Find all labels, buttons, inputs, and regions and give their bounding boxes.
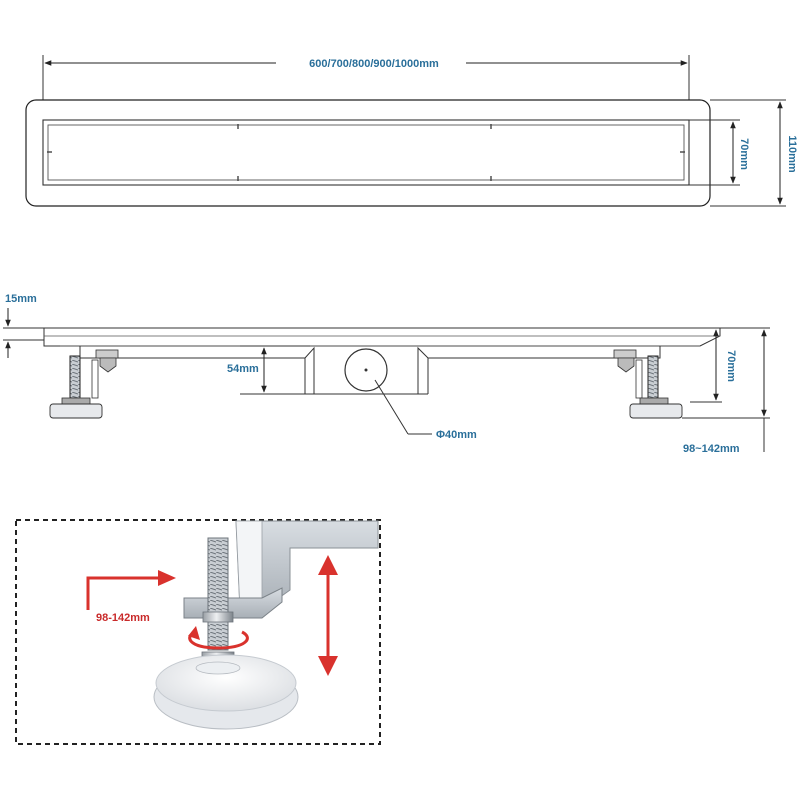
total-height-label: 98~142mm: [683, 443, 740, 455]
pointer-arrow-icon: [86, 570, 176, 610]
right-adjustable-leg: [613, 349, 683, 419]
outlet-diameter-label: Φ40mm: [436, 429, 477, 441]
upper-nut: [202, 611, 234, 623]
side-view: 15mm Φ40mm 54mm: [3, 293, 770, 455]
body-height-label: 70mm: [725, 350, 737, 382]
top-view: 600/700/800/900/1000mm 70mm 110mm: [25, 55, 798, 207]
outlet-depth-label: 54mm: [227, 363, 259, 375]
outlet-center: [364, 368, 368, 372]
flange-label: 15mm: [5, 293, 37, 305]
left-adjustable-leg: [49, 349, 119, 419]
height-adjust-arrow-icon: [318, 555, 338, 676]
detail-range-label: 98-142mm: [96, 612, 150, 624]
foot-pad-top: [155, 654, 297, 712]
outer-width-label: 110mm: [786, 135, 798, 173]
foot-pad-seat: [195, 661, 241, 675]
grate-inner-frame: [47, 124, 685, 181]
grate-tabs: [47, 124, 685, 181]
inner-width-label: 70mm: [738, 138, 750, 170]
leader-line: [374, 379, 409, 435]
threaded-rod: [207, 537, 229, 651]
drain-flange: [43, 327, 721, 347]
length-label: 600/700/800/900/1000mm: [309, 58, 439, 70]
rotation-arrow-icon: [188, 626, 249, 650]
channel-side: [235, 520, 263, 611]
detail-view: 98-142mm: [15, 519, 381, 745]
